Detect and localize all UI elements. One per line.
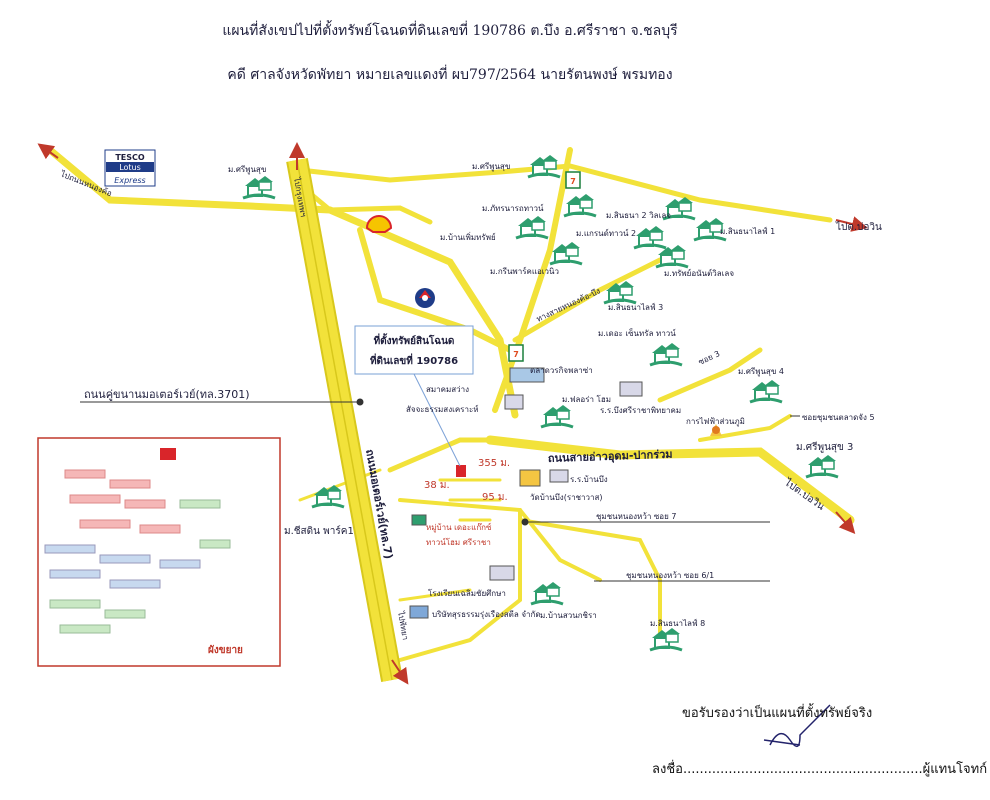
distance-38: 38 ม. xyxy=(424,480,450,491)
direction-arrows xyxy=(37,142,868,685)
place-wat: วัดบ้านบึง(ราชาวาส) xyxy=(530,493,603,502)
place-target-village: หมู่บ้าน เดอะแก๊กซ์ xyxy=(426,522,492,533)
place-sriphunsuk-top: ม.ศรีพูนสุข xyxy=(472,162,510,172)
seven-eleven-icon: 7 7 xyxy=(508,171,581,362)
gas-station-icon xyxy=(415,288,435,308)
place-green-park: ม.กรีนพาร์คแอเวนิว xyxy=(490,266,559,276)
place-target-village2: ทาวน์โฮม ศรีราชา xyxy=(426,537,491,547)
building-icons xyxy=(409,367,643,619)
place-rr-ban-bueng: ร.ร.บ้านบึง xyxy=(570,475,608,484)
place-ban-suan: ม.บ้านสวนกชิรา xyxy=(540,611,597,620)
place-sinthana-life1: ม.สินธนาไลฟ์ 1 xyxy=(720,226,775,236)
shell-logo-icon xyxy=(365,215,393,233)
place-grand-town2: ม.แกรนด์ทาวน์ 2 xyxy=(576,228,636,238)
motorway xyxy=(286,158,403,682)
fountain-icon xyxy=(710,424,722,436)
place-siri-park: ม.ชีสดิน พาร์ค1 xyxy=(284,525,354,537)
place-dharma: สัจจะธรรมสงเคราะห์ xyxy=(406,404,479,414)
tesco-lotus-logo: TESCO Lotus Express xyxy=(104,149,156,187)
inset-label: ผังขยาย xyxy=(208,644,243,656)
place-flora-home: ม.ฟลอร่า โฮม xyxy=(562,394,611,404)
soi-5-label: ซอยชุมชนตลาดจัง 5 xyxy=(802,413,875,422)
express-label: Express xyxy=(114,176,145,185)
place-labels: ม.ศรีพูนสุข ม.ศรีพูนสุข ม.ภัทรนารถทาวน์ … xyxy=(228,162,853,628)
place-phattharanart: ม.ภัทรนารถทาวน์ xyxy=(482,203,544,213)
soi-6-1-label: ชุมชนหนองหว้า ซอย 6/1 xyxy=(626,571,714,580)
place-water-office: การไฟฟ้าส่วนภูมิ xyxy=(686,417,745,427)
leader-lines xyxy=(80,398,800,582)
place-sap-nin: ม.ทรัพย์อนันต์วิลเลจ xyxy=(664,268,734,278)
place-sriphunsuk4: ม.ศรีพูนสุข 4 xyxy=(738,367,784,377)
place-foundation: สมาคมสว่าง xyxy=(426,385,469,394)
property-callout: ที่ตั้งทรัพย์สินโฉนด ที่ดินเลขที่ 190786 xyxy=(354,325,474,467)
place-sriphunsuk3: ม.ศรีพูนสุข 3 xyxy=(796,441,853,453)
certification-text: ขอรับรองว่าเป็นแผนที่ตั้งทรัพย์จริง xyxy=(682,706,873,721)
distance-355: 355 ม. xyxy=(478,458,510,469)
map-title: แผนที่สังเขปไปที่ตั้งทรัพย์โฉนดที่ดินเลข… xyxy=(222,23,678,39)
frontage-road-label: ถนนคู่ขนานมอเตอร์เวย์(ทล.3701) xyxy=(84,388,250,401)
place-school-bueng: ร.ร.บึงศรีราชาพิทยาคม xyxy=(600,406,681,415)
soi-7-label: ชุมชนหนองหว้า ซอย 7 xyxy=(596,512,676,521)
case-subtitle: คดี ศาลจังหวัดพัทยา หมายเลขแดงที่ ผบ797/… xyxy=(227,67,673,83)
to-bowin-label-1: ไปต.บ่อวิน xyxy=(835,221,882,233)
place-banpermsap: ม.บ้านเพิ่มทรัพย์ xyxy=(440,231,496,242)
place-sinthana-life3: ม.สินธนาไลฟ์ 3 xyxy=(608,302,663,312)
callout-line2: ที่ดินเลขที่ 190786 xyxy=(370,353,458,367)
place-company: บริษัทสุรธรรมรุ่งเรืองสตีล จำกัด xyxy=(432,610,541,619)
sai-road-label: ถนนสายอ่าวอุดม-ปากร่วม xyxy=(548,448,673,466)
svg-text:7: 7 xyxy=(570,177,576,186)
signature-line: ลงชื่อ..................................… xyxy=(652,762,988,777)
distance-95: 95 ม. xyxy=(482,492,508,503)
place-sriphunsuk-nw: ม.ศรีพูนสุข xyxy=(228,165,266,175)
lotus-label: Lotus xyxy=(119,163,141,172)
place-sinthana2: ม.สินธนา 2 วิลเลจ xyxy=(606,211,671,220)
signature-mark xyxy=(763,704,831,748)
place-the-center: ม.เดอะ เซ็นทรัล ทาวน์ xyxy=(598,328,676,338)
target-property-marker xyxy=(456,465,466,477)
inset-plan: ผังขยาย xyxy=(37,437,281,667)
callout-line1: ที่ตั้งทรัพย์สินโฉนด xyxy=(374,333,455,347)
svg-text:7: 7 xyxy=(513,350,519,359)
place-sinthana-life8: ม.สินธนาไลฟ์ 8 xyxy=(650,618,705,628)
tesco-label: TESCO xyxy=(115,153,145,162)
place-market: ตลาดวรกิจพลาซ่า xyxy=(530,366,593,375)
place-school-chalerm: โรงเรียนเฉลิมชัยศึกษา xyxy=(428,588,506,598)
road-network xyxy=(46,146,855,662)
